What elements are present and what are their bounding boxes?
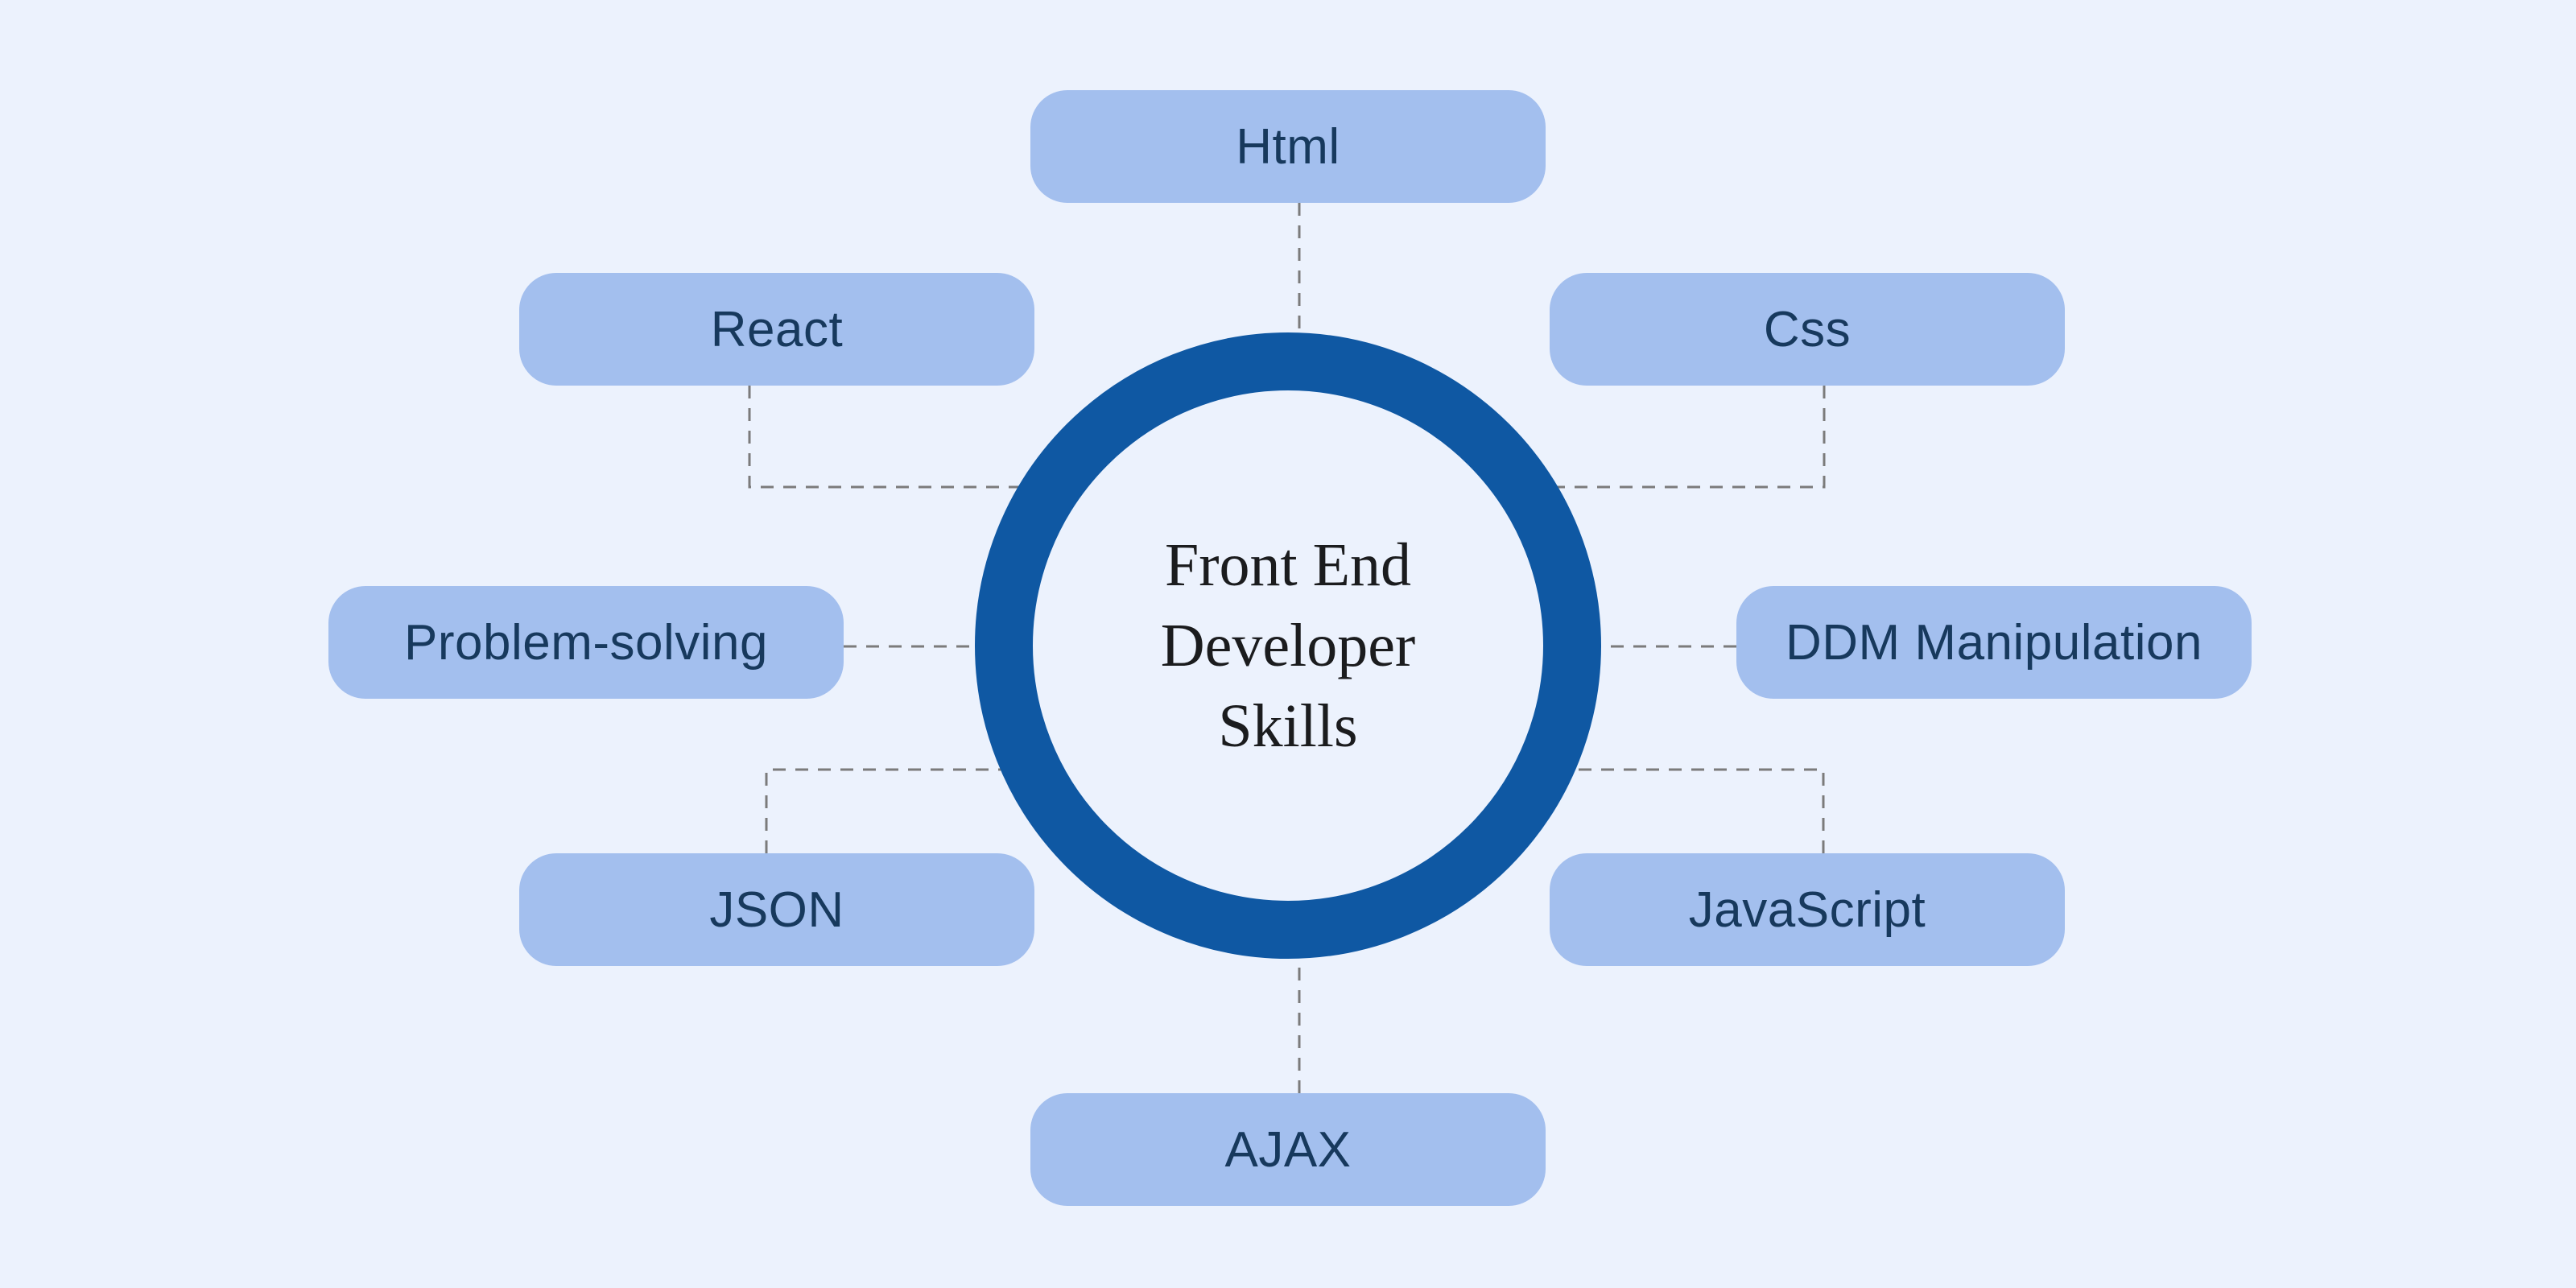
skill-label-problem-solving: Problem-solving bbox=[403, 614, 768, 671]
skill-node-problem-solving: Problem-solving bbox=[328, 586, 844, 699]
skill-label-react: React bbox=[710, 301, 844, 357]
skill-node-ajax: AJAX bbox=[1030, 1093, 1546, 1206]
skill-node-html: Html bbox=[1030, 90, 1546, 203]
connector-javascript-center bbox=[1575, 768, 1825, 853]
center-title: Front End Developer Skills bbox=[1160, 531, 1416, 760]
skill-label-ajax: AJAX bbox=[1224, 1121, 1352, 1178]
skill-node-javascript: JavaScript bbox=[1550, 853, 2065, 966]
skill-node-react: React bbox=[519, 273, 1034, 386]
skill-label-javascript: JavaScript bbox=[1688, 881, 1926, 938]
connector-css-center bbox=[1557, 386, 1826, 489]
skill-label-json: JSON bbox=[709, 881, 844, 938]
connector-react-center bbox=[748, 386, 1019, 489]
center-circle: Front End Developer Skills bbox=[975, 332, 1601, 959]
skill-label-ddm-manipulation: DDM Manipulation bbox=[1785, 614, 2202, 671]
skill-node-css: Css bbox=[1550, 273, 2065, 386]
skill-label-css: Css bbox=[1763, 301, 1852, 357]
skill-node-json: JSON bbox=[519, 853, 1034, 966]
skill-label-html: Html bbox=[1236, 118, 1340, 175]
connector-json-center bbox=[765, 768, 1001, 853]
skill-node-ddm-manipulation: DDM Manipulation bbox=[1736, 586, 2252, 699]
